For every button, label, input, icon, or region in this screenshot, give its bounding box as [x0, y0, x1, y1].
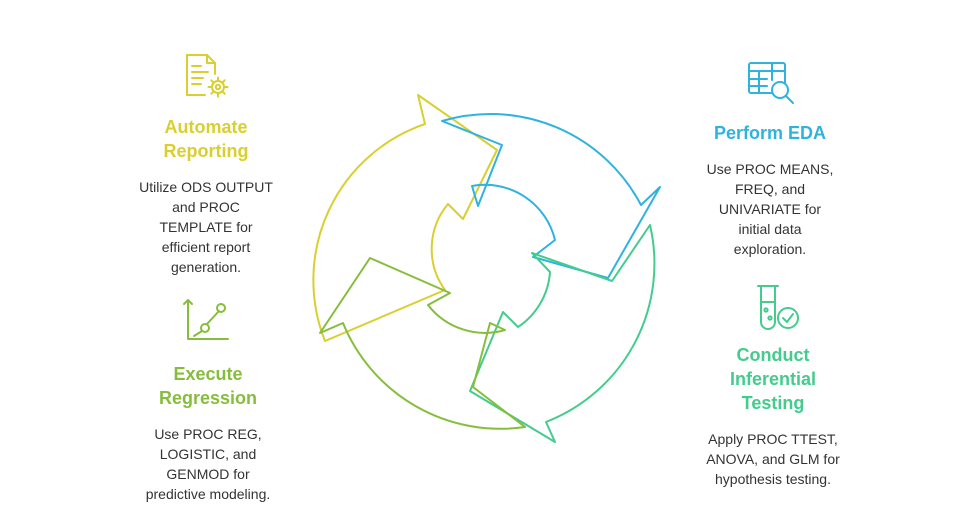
step-title: Automate Reporting: [163, 117, 249, 161]
arrow-lime: [319, 257, 526, 430]
step-automate-reporting: Automate Reporting Utilize ODS OUTPUT an…: [116, 115, 296, 277]
step-description: Use PROC REG, LOGISTIC, and GENMOD for p…: [145, 426, 271, 502]
step-title: Conduct Inferential Testing: [729, 345, 817, 413]
step-description: Utilize ODS OUTPUT and PROC TEMPLATE for…: [139, 179, 273, 275]
step-description: Use PROC MEANS, FREQ, and UNIVARIATE for…: [706, 161, 834, 257]
line-chart-icon: [182, 296, 232, 344]
step-conduct-inferential-testing: Conduct Inferential Testing Apply PROC T…: [683, 343, 863, 489]
step-execute-regression: Execute Regression Use PROC REG, LOGISTI…: [118, 362, 298, 504]
step-title: Execute Regression: [158, 364, 258, 408]
document-gear-icon: [181, 51, 231, 101]
step-title: Perform EDA: [713, 123, 827, 143]
arrow-green: [469, 224, 656, 443]
test-tube-check-icon: [750, 282, 802, 334]
step-description: Apply PROC TTEST, ANOVA, and GLM for hyp…: [706, 431, 840, 487]
arrow-yellow: [312, 94, 498, 342]
step-perform-eda: Perform EDA Use PROC MEANS, FREQ, and UN…: [680, 121, 860, 259]
table-search-icon: [745, 58, 797, 108]
arrow-blue: [441, 112, 661, 279]
